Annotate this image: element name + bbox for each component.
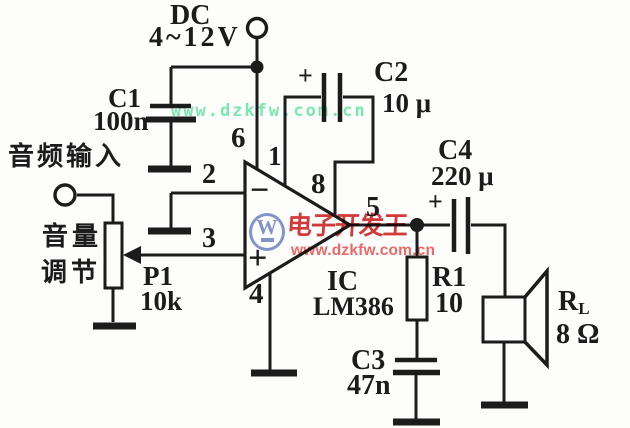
dc-label: DC [170,0,211,31]
p1-wiper-arrow [123,246,141,264]
ic-part-number: LM386 [313,292,394,321]
c1-value: 100n [93,106,149,136]
opamp-pin2-label: 2 [202,159,216,190]
opamp-triangle [243,159,354,291]
volume-label-line2: 调节 [41,258,102,287]
speaker-horn [523,266,549,370]
c1-ref: C1 [108,83,141,113]
p1-potentiometer-body [103,221,124,290]
c3-value: 47n [347,370,391,401]
watermark-url-red: www.dzkfw.com.cn [291,242,436,259]
rl-ref-letter: R [558,286,579,317]
c2-ref: C2 [374,57,409,88]
wire-input-to-pot [77,193,115,223]
junction-dot-power [250,60,264,74]
ic-label: IC [327,266,359,297]
r1-resistor-body [405,255,429,322]
audio-input-terminal [53,183,77,207]
c4-polarity: + [428,187,443,216]
opamp-pin3-label: 3 [202,223,216,254]
watermark-url-green: www.dzkfw.com.cn [171,101,367,121]
rl-value: 8 Ω [556,319,600,350]
opamp-pin6-label: 6 [231,122,246,154]
audio-input-label: 音频输入 [8,142,125,171]
opamp-pin1-label: 1 [268,141,282,171]
c2-value: 10 μ [382,88,432,118]
junction-dot-output [410,218,424,232]
wire-pin1-to-c2 [283,95,321,187]
dc-voltage-label: 4~12V [149,22,241,53]
watermark-logo-bar [260,238,274,242]
dc-terminal [245,16,269,40]
p1-ref: P1 [143,261,173,291]
watermark-logo-icon: W [249,213,285,251]
c4-value: 220 μ [431,161,494,191]
rl-ref: RL [558,286,590,318]
rl-ref-subscript: L [578,299,590,318]
opamp-pin4-label: 4 [249,278,264,310]
wire-c2-to-pin8 [333,95,375,217]
noninverting-input-symbol: + [248,240,268,277]
opamp-pin5-label: 5 [366,192,380,223]
r1-ref: R1 [432,262,467,293]
c3-ref: C3 [351,345,386,376]
watermark-brand: 电子开发王 [286,213,408,240]
volume-label-line1: 音量 [42,222,103,251]
c4-ref: C4 [438,135,473,166]
speaker-box [481,295,527,344]
wire-c4-to-speaker [471,223,507,297]
inverting-input-symbol: − [250,172,270,209]
opamp-pin8-label: 8 [311,168,326,200]
r1-value: 10 [435,288,463,319]
watermark-logo-letter: W [256,215,278,239]
c2-polarity: + [298,61,313,90]
p1-value: 10k [140,286,183,316]
